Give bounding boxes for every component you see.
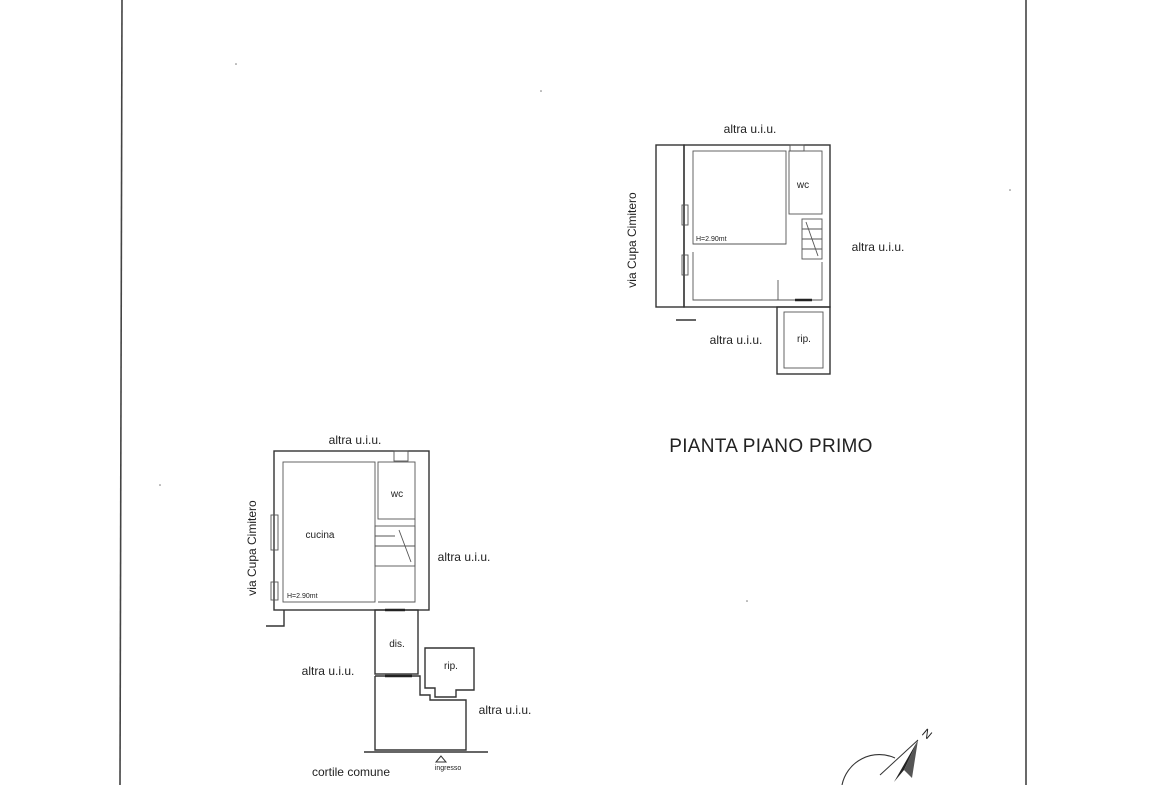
ground-floor-right-inner	[378, 519, 416, 603]
ground-floor-plan: altra u.i.u. altra u.i.u. altra u.i.u. a…	[245, 433, 531, 779]
scan-speck	[1009, 189, 1011, 191]
ground-floor-street-wall	[266, 610, 285, 627]
gf-storage-label: rip.	[444, 661, 458, 672]
first-floor-street-wall	[655, 144, 685, 308]
first-floor-plan: altra u.i.u. altra u.i.u. altra u.i.u. v…	[625, 122, 904, 457]
first-floor-title: PIANTA PIANO PRIMO	[669, 436, 873, 457]
north-arrow-icon: N	[841, 726, 935, 785]
first-floor-outer-wall	[683, 144, 831, 308]
ff-wc-label: wc	[796, 180, 809, 191]
ground-floor-window	[270, 514, 279, 551]
scan-speck	[159, 484, 161, 486]
first-floor-window-2	[681, 254, 689, 276]
ff-street-label: via Cupa Cimitero	[625, 192, 639, 288]
ff-bottom-neighbor-label: altra u.i.u.	[710, 333, 763, 347]
gf-hall-label: dis.	[389, 639, 405, 650]
north-arrow-tail	[904, 740, 918, 778]
first-floor-storage-inner	[783, 311, 824, 369]
ff-top-neighbor-label: altra u.i.u.	[724, 122, 777, 136]
scan-speck	[746, 600, 748, 602]
first-floor-room-main	[692, 150, 787, 245]
first-floor-window-1	[681, 204, 689, 226]
scan-speck	[235, 63, 237, 65]
gf-entrance-label: ingresso	[435, 765, 462, 772]
north-arrow-head	[894, 740, 918, 782]
first-floor-wc	[788, 150, 823, 215]
first-floor-room-lower	[692, 252, 823, 301]
gf-street-label: via Cupa Cimitero	[245, 500, 259, 596]
gf-top-neighbor-label: altra u.i.u.	[329, 433, 382, 447]
sheet-left-border	[119, 0, 123, 785]
gf-kitchen-label: cucina	[306, 530, 335, 541]
entrance-arrow-icon	[434, 755, 448, 763]
arrow-line	[879, 739, 919, 776]
ground-floor-outer-wall	[273, 450, 430, 611]
scan-speck	[540, 90, 542, 92]
ground-floor-vent	[393, 450, 409, 462]
gf-lower-right-neighbor-label: altra u.i.u.	[479, 703, 532, 717]
ff-right-neighbor-label: altra u.i.u.	[852, 240, 905, 254]
stair-flight	[805, 221, 819, 257]
first-floor-storage-outer	[776, 306, 831, 375]
first-floor-vent	[789, 144, 805, 152]
ground-floor-door	[270, 581, 279, 601]
ground-floor-wc	[377, 461, 416, 520]
gf-height-label: H=2.90mt	[287, 593, 318, 600]
stair-flight	[398, 529, 412, 563]
gf-left-neighbor-label: altra u.i.u.	[302, 664, 355, 678]
ground-floor-lower-room	[374, 675, 467, 751]
ff-storage-label: rip.	[797, 334, 811, 345]
gf-courtyard-label: cortile comune	[312, 765, 390, 779]
ff-height-label: H=2.90mt	[696, 236, 727, 243]
north-label: N	[919, 726, 935, 742]
gf-wc-label: wc	[390, 489, 403, 500]
compass-arc	[841, 754, 896, 785]
ground-floor-storage	[424, 647, 475, 698]
gf-right-neighbor-label: altra u.i.u.	[438, 550, 491, 564]
